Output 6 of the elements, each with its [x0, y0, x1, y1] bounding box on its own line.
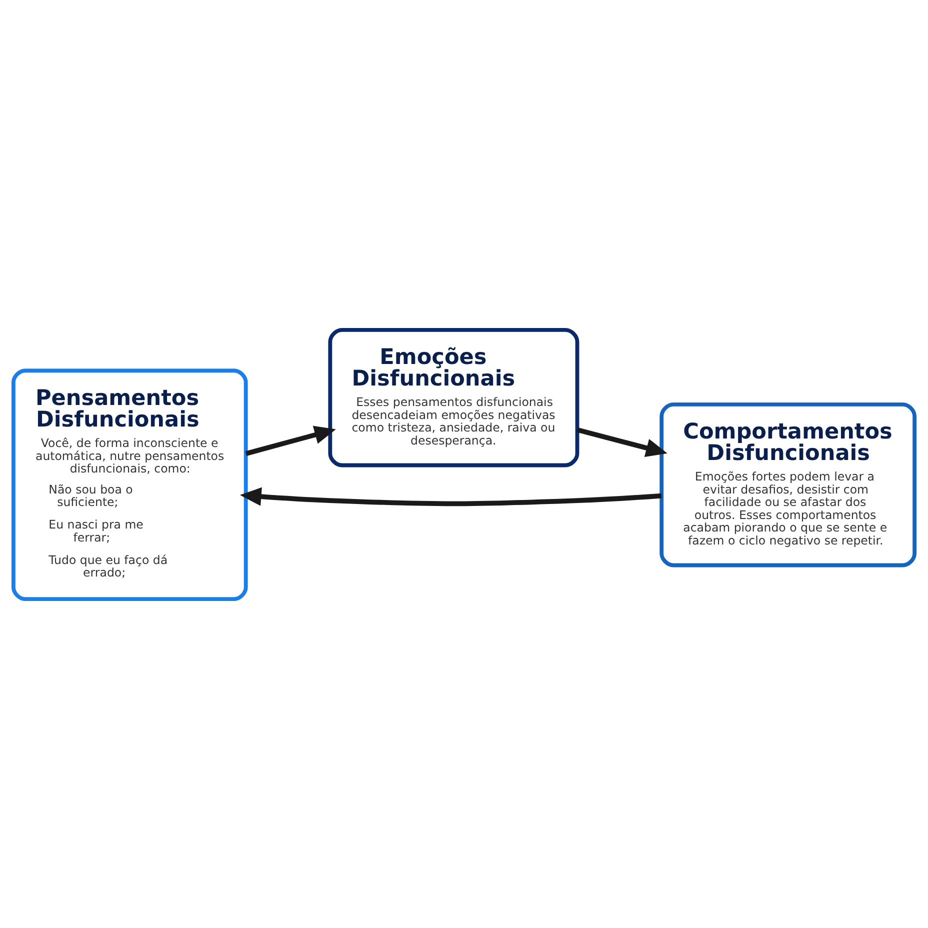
arrow — [576, 426, 668, 457]
node-box: Pensamentos Disfuncionais Você, de forma inconsciente e automática, nutre pensamentos disfuncionais, como: Não sou boa o suficiente; Eu nasci pra me ferrar; Tudo que eu faço dá errado; — [11, 368, 248, 601]
arrow — [245, 425, 336, 456]
arrow — [240, 486, 662, 506]
node-box: Emoções Disfuncionais Esses pensamentos disfuncionais desencadeiam emoções negativas como tristeza, ansiedade, raiva ou desesperança. — [328, 327, 580, 467]
node-box: Comportamentos Disfuncionais Emoções fortes podem levar a evitar desafios, desistir com facilidade ou se afastar dos outros. Esses comportamentos acabam piorando o que se sente e fazem o ciclo negativo se repetir. — [660, 402, 917, 567]
